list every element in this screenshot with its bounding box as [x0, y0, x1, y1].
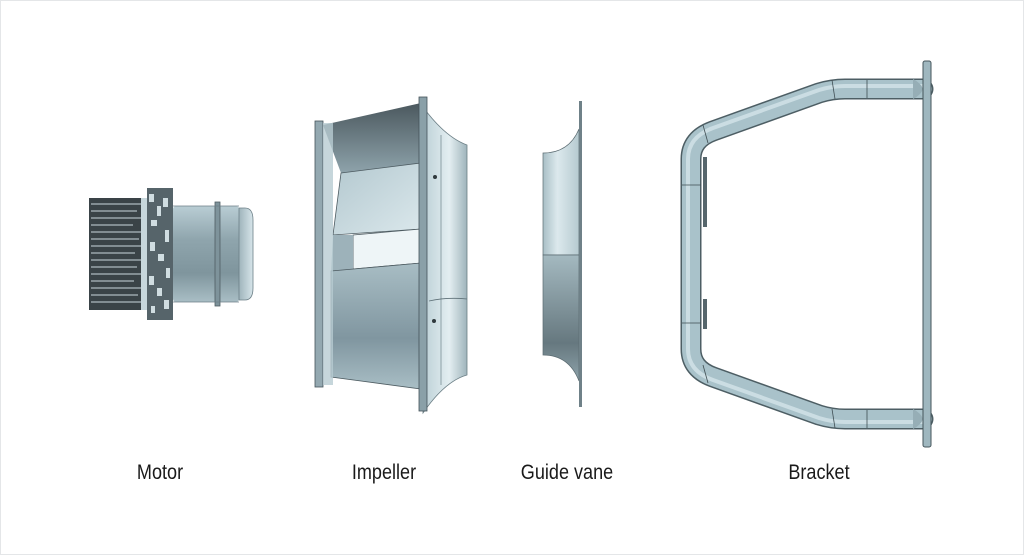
label-guide-vane: Guide vane: [520, 461, 614, 484]
label-motor: Motor: [136, 461, 184, 484]
label-impeller: Impeller: [351, 461, 417, 484]
bracket-rendering: [677, 59, 939, 449]
motor-rendering: [85, 184, 255, 324]
guide-vane-rendering: [539, 99, 589, 409]
impeller-rendering: [311, 93, 471, 415]
label-bracket: Bracket: [788, 461, 850, 484]
